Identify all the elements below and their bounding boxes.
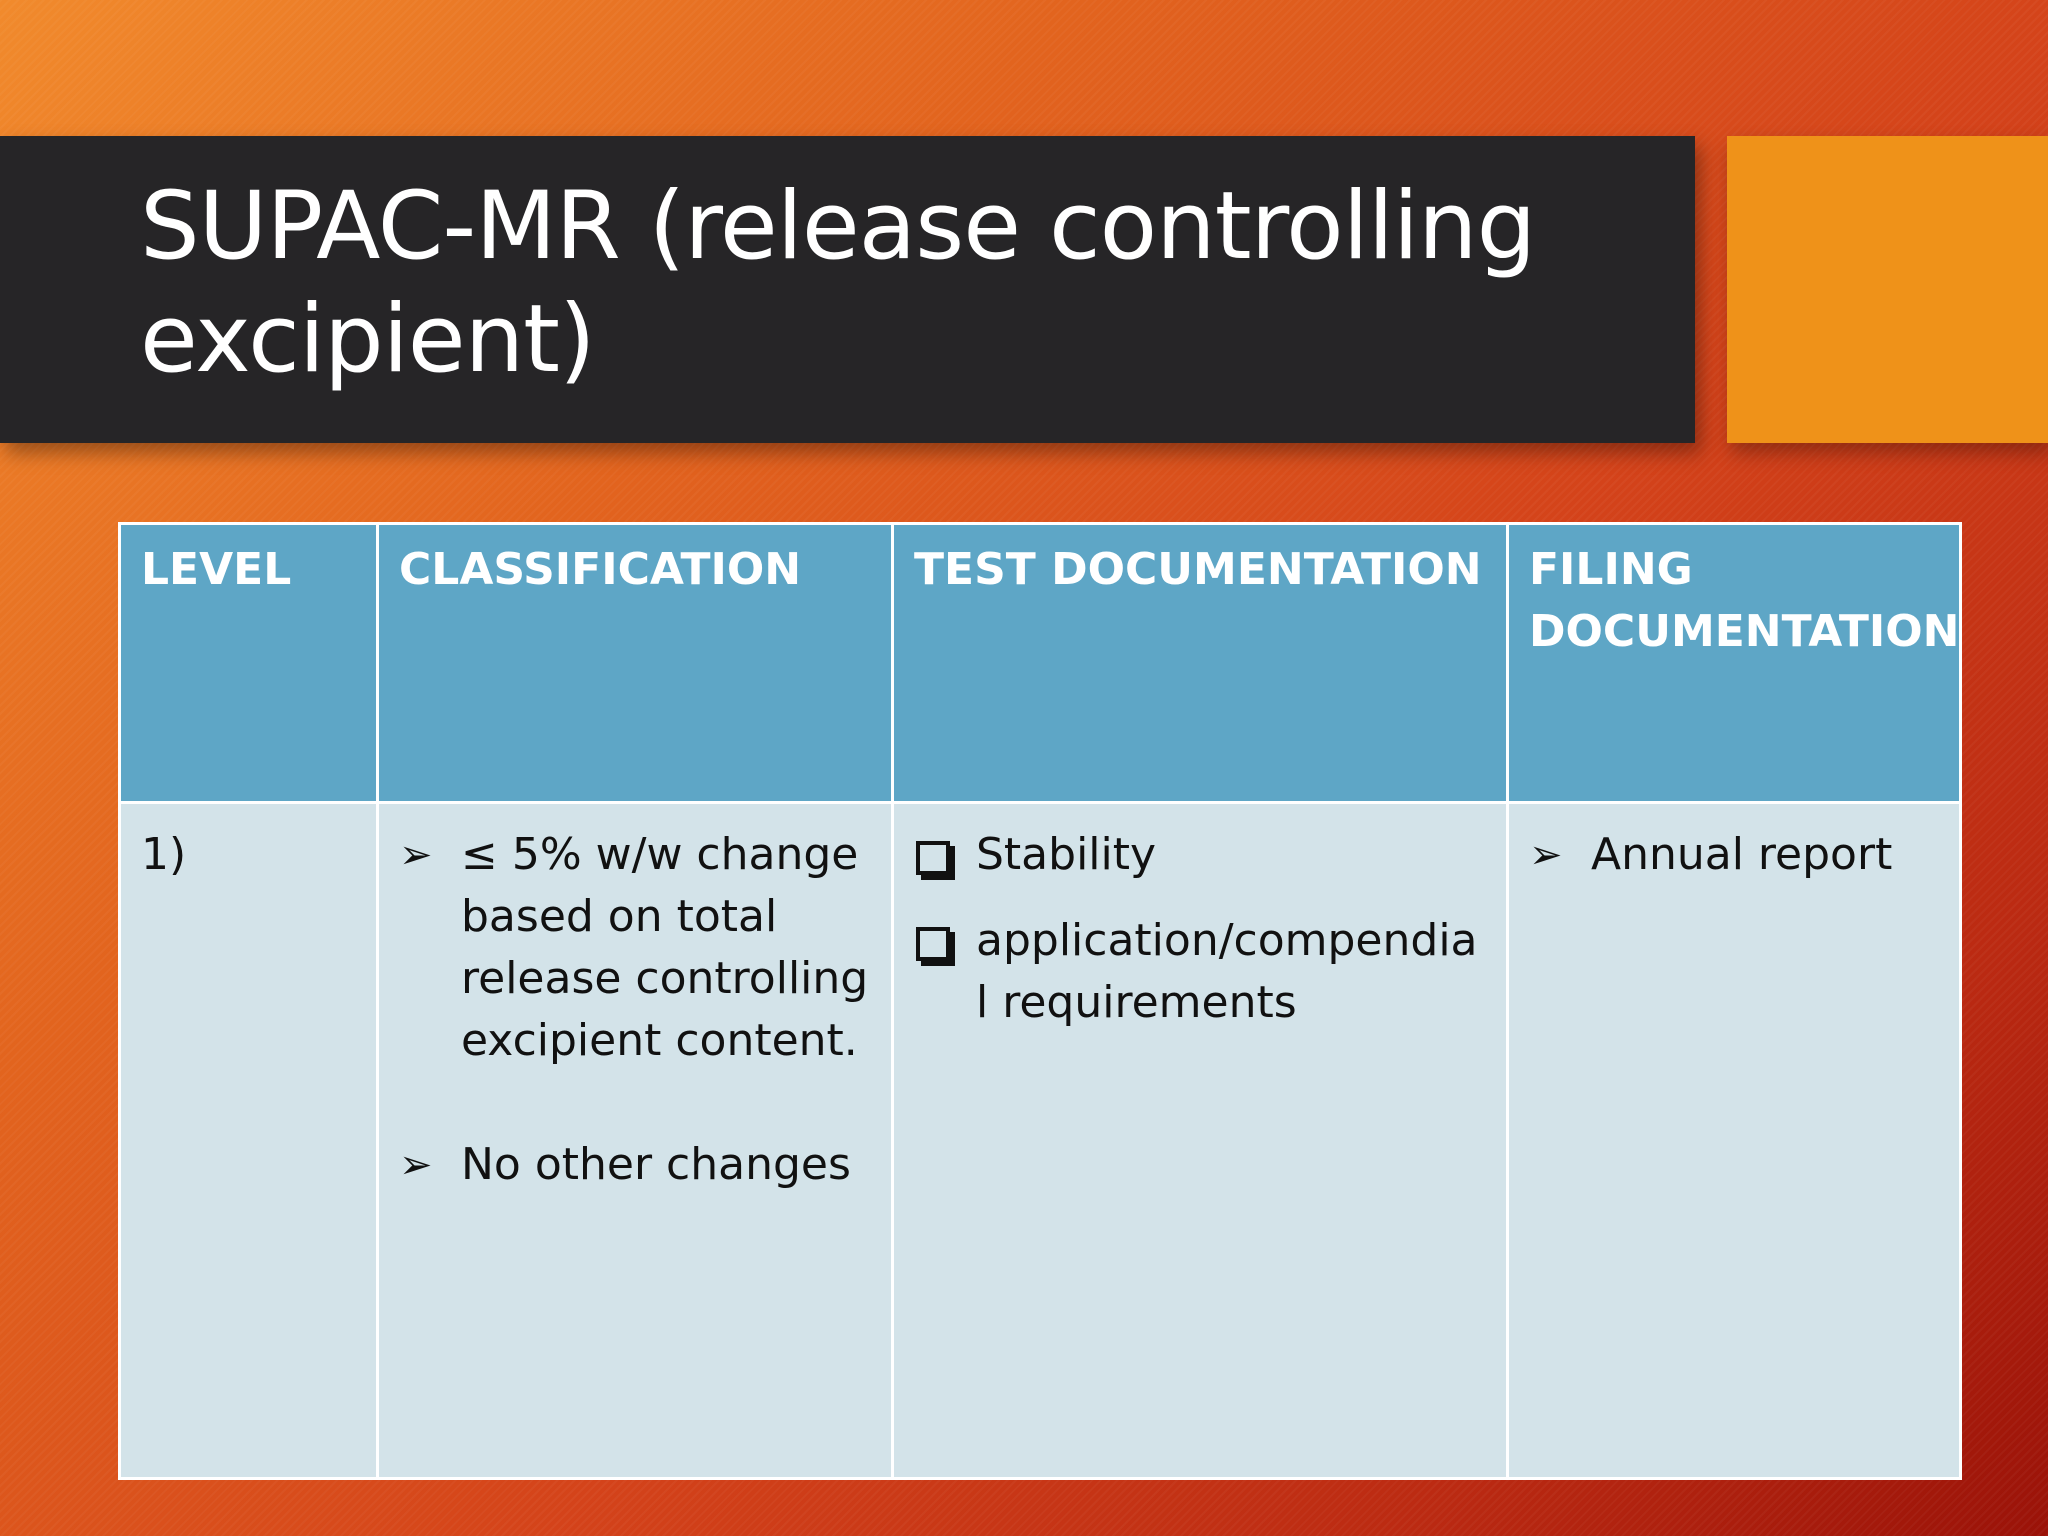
filing-documentation-list: ➢ Annual report bbox=[1529, 824, 1941, 886]
title-bar bbox=[0, 136, 1695, 443]
test-item-text: Stability bbox=[976, 829, 1157, 880]
test-documentation-list: Stability application/compendial require… bbox=[914, 824, 1488, 1034]
cell-filing-documentation: ➢ Annual report bbox=[1506, 801, 1962, 1480]
supac-table: LEVEL CLASSIFICATION TEST DOCUMENTATION … bbox=[118, 522, 1962, 1480]
classification-list: ➢ ≤ 5% w/w change based on total release… bbox=[399, 824, 873, 1196]
arrowhead-bullet-icon: ➢ bbox=[399, 1142, 433, 1188]
test-item-text: application/compendial requirements bbox=[976, 915, 1478, 1028]
accent-block bbox=[1727, 136, 2048, 443]
slide-title: SUPAC-MR (release controlling excipient) bbox=[140, 172, 1536, 394]
header-test-documentation: TEST DOCUMENTATION bbox=[891, 522, 1509, 804]
list-item: Stability bbox=[914, 824, 1488, 886]
header-classification: CLASSIFICATION bbox=[376, 522, 894, 804]
checkbox-bullet-icon bbox=[916, 927, 950, 961]
cell-classification: ➢ ≤ 5% w/w change based on total release… bbox=[376, 801, 894, 1480]
list-item: ➢ No other changes bbox=[399, 1134, 873, 1196]
table-row: 1) ➢ ≤ 5% w/w change based on total rele… bbox=[118, 801, 1962, 1480]
list-item: ➢ ≤ 5% w/w change based on total release… bbox=[399, 824, 873, 1072]
arrowhead-bullet-icon: ➢ bbox=[1529, 832, 1563, 878]
filing-item-text: Annual report bbox=[1591, 829, 1893, 880]
checkbox-bullet-icon bbox=[916, 841, 950, 875]
header-row: LEVEL CLASSIFICATION TEST DOCUMENTATION … bbox=[118, 522, 1962, 804]
header-filing-documentation: FILING DOCUMENTATION bbox=[1506, 522, 1962, 804]
list-item: application/compendial requirements bbox=[914, 910, 1488, 1034]
classification-item-text: ≤ 5% w/w change based on total release c… bbox=[461, 829, 869, 1066]
cell-test-documentation: Stability application/compendial require… bbox=[891, 801, 1509, 1480]
header-level: LEVEL bbox=[118, 522, 379, 804]
supac-table-container: LEVEL CLASSIFICATION TEST DOCUMENTATION … bbox=[118, 522, 1962, 1480]
list-item: ➢ Annual report bbox=[1529, 824, 1941, 886]
classification-item-text: No other changes bbox=[461, 1139, 851, 1190]
cell-level: 1) bbox=[118, 801, 379, 1480]
arrowhead-bullet-icon: ➢ bbox=[399, 832, 433, 878]
